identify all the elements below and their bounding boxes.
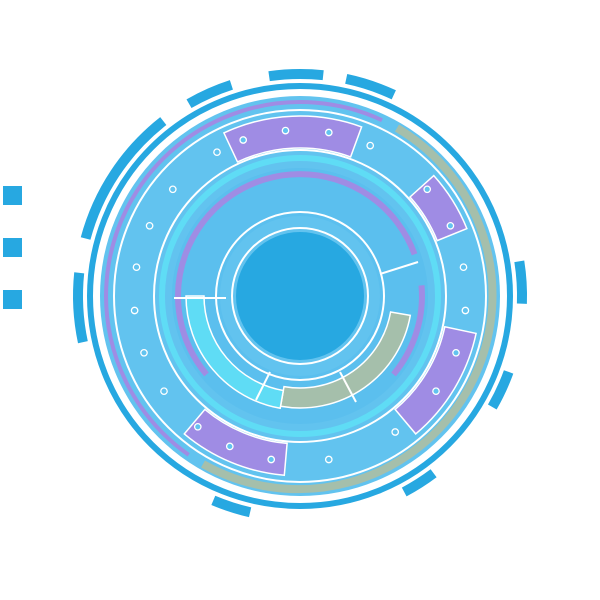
core-inner-outline [231,227,369,365]
indicator-dot [239,136,248,144]
core-outline-ring [215,211,385,381]
spoke-line [379,261,419,275]
indicator-dot [281,126,290,135]
outer-bracket-arc [211,495,252,518]
cyan-inner-band [185,295,285,410]
indicator-dot [130,306,139,315]
outer-bracket-arc [514,260,528,304]
indicator-dot [461,306,470,315]
indicator-dot [225,442,234,451]
purple-band-top [222,115,363,163]
indicator-dot [324,455,333,464]
side-indicator-square-middle [3,238,22,257]
spoke-line-group [174,261,419,403]
indicator-dot [423,185,432,194]
indicator-dot [391,428,400,436]
hud-core-circle [236,232,364,360]
purple-band-bottom [183,408,288,477]
indicator-dot [267,455,276,464]
indicator-dot [452,348,460,357]
indicator-dot [193,422,202,431]
purple-inner-arc-right [391,285,425,377]
outer-bracket-arc [487,370,514,410]
indicator-dot [140,348,148,357]
indicator-dot [145,221,154,230]
indicator-dot [366,141,375,150]
inner-ring-outer [153,149,447,443]
side-indicator-square-top [3,186,22,205]
spoke-line [255,371,271,401]
outer-ring [87,83,513,509]
indicator-dot [213,148,221,157]
purple-thin-ring-arc [104,100,383,457]
outer-bracket-arc [73,272,88,344]
outer-bracket-arc [401,469,437,497]
indicator-dot [324,128,333,137]
outer-bracket-arc [345,74,396,100]
outer-bracket-arc [80,117,167,240]
side-indicator-square-bottom [3,290,22,309]
spoke-line [339,371,357,403]
indicator-dot [432,387,440,396]
indicator-dot [160,387,168,396]
indicator-dot [168,185,177,194]
outer-bracket-arc [186,80,234,109]
outer-bracket-arc [268,69,324,82]
purple-inner-arc-left [175,253,209,377]
indicator-dot [446,221,455,230]
indicator-dot [459,263,468,272]
outer-bracket-group [73,69,528,518]
indicator-dots [130,126,470,464]
sage-ring-arc [201,124,497,494]
separator-ring [113,109,487,483]
indicator-dot [132,263,141,272]
cyan-ring [159,155,441,437]
purple-inner-arc [182,171,418,256]
